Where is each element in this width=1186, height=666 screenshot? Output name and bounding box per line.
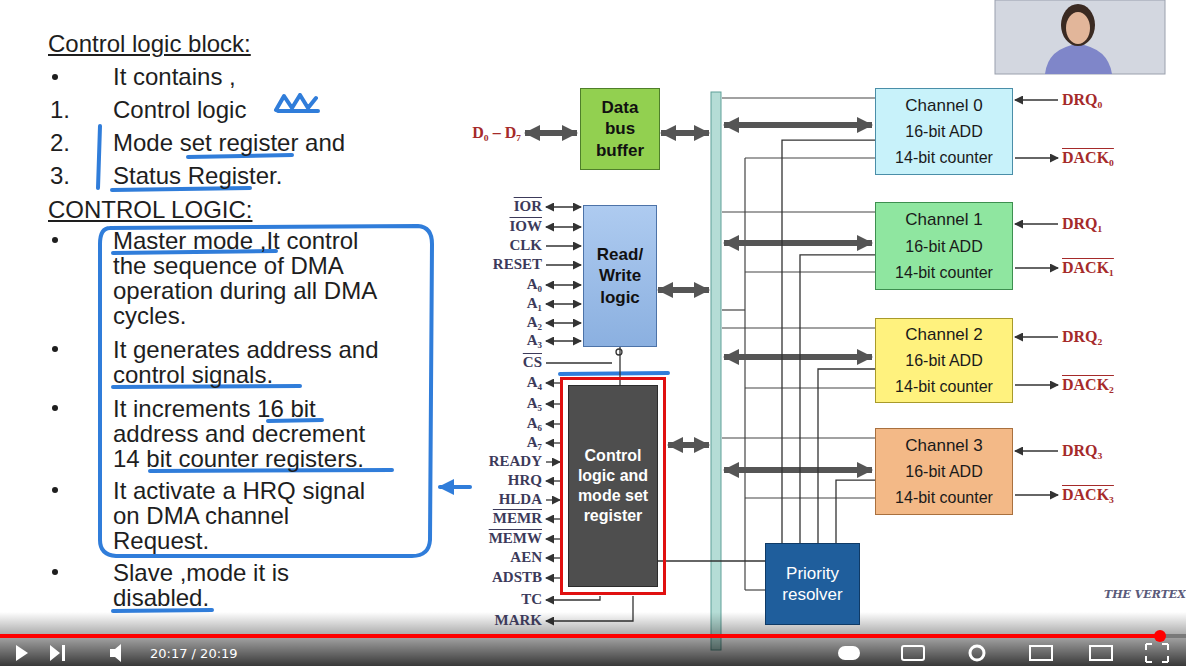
bullet-text: It generates address and control signals…	[113, 337, 389, 387]
video-player-bar	[0, 612, 1186, 666]
pin-name: HLDA	[499, 491, 542, 508]
box-text: Channel 1	[905, 209, 983, 230]
box-text: 16-bit ADD	[905, 351, 982, 371]
bus-label: D₀ – D₇	[472, 124, 521, 142]
box-text: Channel 2	[905, 324, 983, 345]
control-box: Control logic and mode set register	[568, 385, 658, 587]
pin-name: A₇	[527, 434, 542, 451]
list-number: 3.	[50, 163, 70, 188]
pin-name: RESET	[493, 256, 542, 273]
pin-name: HRQ	[508, 472, 542, 489]
control-wires	[722, 98, 875, 590]
list-text: Mode set register and	[113, 130, 345, 155]
pin-name: DACK₂	[1062, 376, 1114, 394]
box-text: Channel 0	[905, 95, 983, 116]
internal-bus	[711, 92, 721, 650]
pin-name: MARK	[495, 612, 543, 629]
watermark: THE VERTEX	[1104, 588, 1186, 601]
logic-box: Read/ Write logic	[583, 205, 657, 347]
connector	[800, 255, 875, 543]
bullet-text: Slave ,mode it is disabled.	[113, 560, 389, 610]
pin-name: AEN	[510, 549, 542, 566]
box-text: 16-bit ADD	[905, 462, 982, 482]
pin-name: TC	[521, 591, 542, 608]
box-text: Priority resolver	[772, 563, 853, 606]
video-time: 20:17 / 20:19	[150, 646, 238, 661]
channel-box: Channel 3 16-bit ADD 14-bit counter	[875, 428, 1013, 515]
channel-box: Channel 0 16-bit ADD 14-bit counter	[875, 88, 1013, 175]
slide-heading: Control logic block:	[48, 31, 251, 56]
pin-name: A₆	[527, 415, 542, 432]
pin-name: READY	[489, 453, 542, 470]
pin-name: DRQ₂	[1062, 328, 1102, 346]
bullet-text: Master mode ,It control the sequence of …	[113, 228, 389, 328]
box-text: Data bus buffer	[587, 97, 653, 161]
bullet-text: It activate a HRQ signal on DMA channel …	[113, 478, 389, 553]
list-number: 1.	[50, 97, 70, 122]
connector	[782, 140, 875, 543]
pin-name: A₀	[527, 276, 542, 293]
pin-name: A₅	[527, 395, 542, 412]
channel-box: Channel 2 16-bit ADD 14-bit counter	[875, 318, 1013, 403]
list-number: 2.	[50, 130, 70, 155]
box-text: 14-bit counter	[895, 263, 993, 283]
bullet-text: It contains ,	[113, 64, 236, 89]
bullet-text: It increments 16 bit address and decreme…	[113, 396, 389, 471]
pin-name: CLK	[509, 237, 542, 254]
box-text: Channel 3	[905, 435, 983, 456]
box-text: 16-bit ADD	[905, 237, 982, 257]
list-text: Status Register.	[113, 163, 282, 188]
connector	[658, 560, 765, 561]
pin-name: MEMW	[489, 530, 542, 547]
box-text: Read/ Write logic	[590, 244, 650, 308]
pin-name: DRQ₀	[1062, 91, 1102, 109]
pin-name: ADSTB	[492, 569, 542, 586]
connector	[818, 369, 875, 543]
channel-box: Channel 1 16-bit ADD 14-bit counter	[875, 202, 1013, 290]
pin-name: IOR	[514, 198, 542, 215]
pen-annotations	[98, 95, 668, 611]
connector	[619, 347, 620, 385]
box-text: 14-bit counter	[895, 377, 993, 397]
list-text: Control logic	[113, 97, 246, 122]
pin-name: A₄	[527, 374, 542, 391]
resolver-box: Priority resolver	[765, 543, 860, 625]
box-text: Control logic and mode set register	[575, 446, 651, 526]
box-text: 16-bit ADD	[905, 122, 982, 142]
pin-name: DRQ₃	[1062, 442, 1102, 460]
pin-name: DACK₁	[1062, 259, 1114, 277]
connector	[836, 480, 875, 543]
pin-name: CS	[523, 354, 542, 371]
pin-name: IOW	[509, 218, 542, 235]
pin-name: A₂	[527, 314, 542, 331]
buffer-box: Data bus buffer	[580, 88, 660, 170]
slide-heading: CONTROL LOGIC:	[48, 197, 252, 222]
webcam-inset	[995, 0, 1165, 74]
box-text: 14-bit counter	[895, 488, 993, 508]
pin-name: A₃	[527, 332, 542, 349]
pin-name: DRQ₁	[1062, 215, 1102, 233]
box-text: 14-bit counter	[895, 148, 993, 168]
pin-name: A₁	[527, 295, 542, 312]
pin-name: DACK₃	[1062, 486, 1114, 504]
pin-name: MEMR	[493, 510, 542, 527]
pin-name: DACK₀	[1062, 149, 1114, 167]
